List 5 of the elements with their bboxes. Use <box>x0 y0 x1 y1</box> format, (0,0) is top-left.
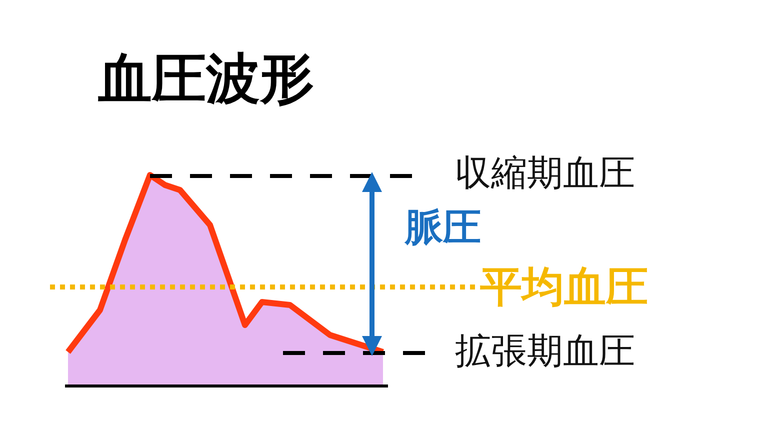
line-label: 平均血圧 <box>480 266 648 308</box>
axis-label: 収縮期血圧 <box>455 156 635 192</box>
axis-label: 拡張期血圧 <box>455 334 635 370</box>
title: 血圧波形 <box>98 52 314 106</box>
measure-label: 脈圧 <box>405 208 481 246</box>
